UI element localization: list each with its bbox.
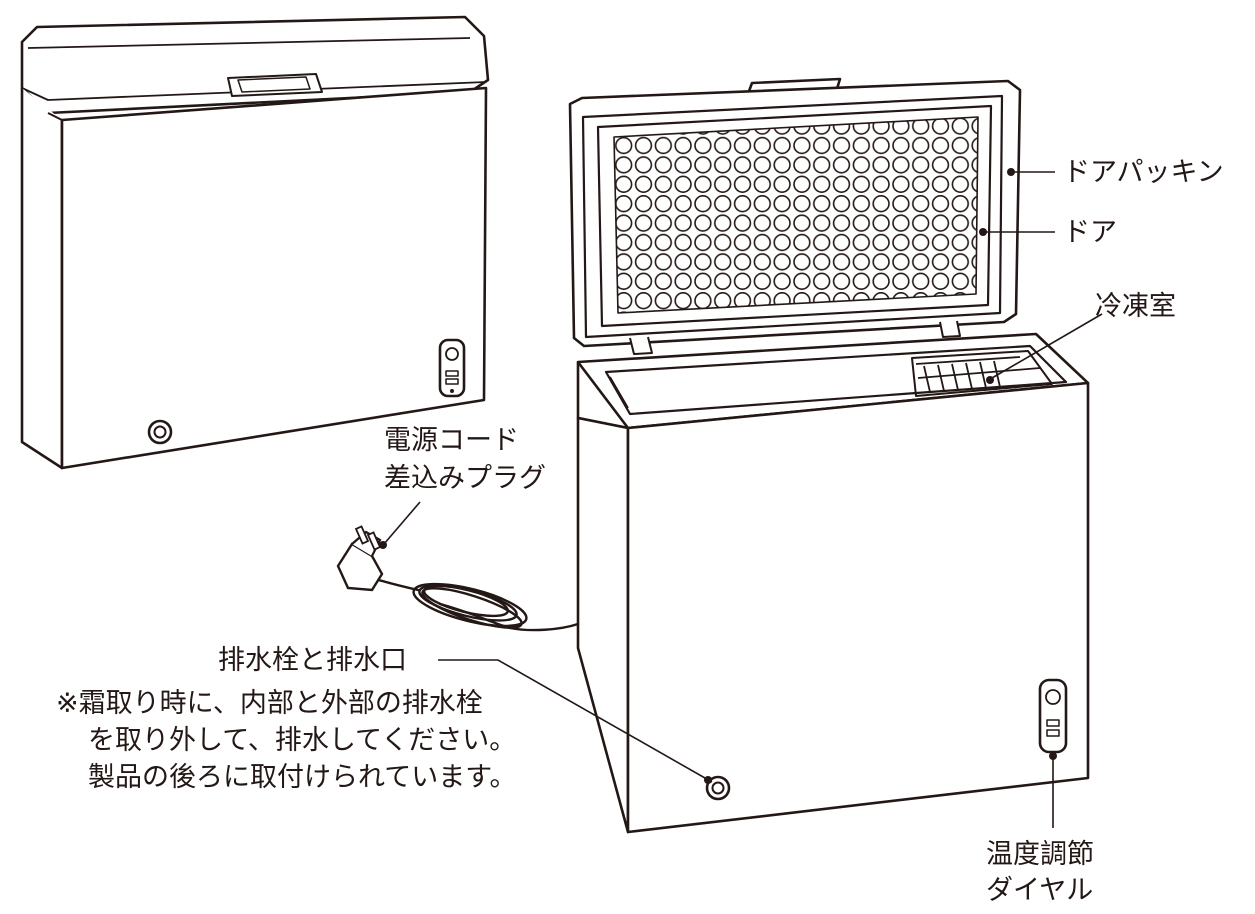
freezer-compartment-label: 冷凍室	[1095, 291, 1176, 322]
power-cord-label-line2: 差込みプラグ	[384, 463, 546, 494]
thermostat-dot	[1049, 752, 1057, 760]
door-dot	[979, 228, 987, 236]
closed-freezer	[20, 15, 490, 470]
door-gasket-dot	[1007, 168, 1015, 176]
drain-dot	[704, 776, 712, 784]
door-label: ドア	[1063, 217, 1117, 248]
leader-dots	[379, 168, 1057, 784]
open-freezer	[568, 77, 1090, 834]
door-gasket-label: ドアパッキン	[1063, 157, 1224, 188]
defrost-note-line3: 製品の後ろに取付けられています。	[88, 762, 517, 793]
power-cord-label-line1: 電源コード	[384, 425, 519, 456]
freezer-dot	[986, 376, 994, 384]
plug-dot	[379, 541, 387, 549]
thermostat-label-line2: ダイヤル	[986, 875, 1094, 906]
thermostat-label-line1: 温度調節	[986, 839, 1094, 870]
defrost-note-line1: ※霜取り時に、内部と外部の排水栓	[56, 688, 483, 719]
defrost-note-line2: を取り外して、排水してください。	[88, 725, 517, 756]
power-cord	[336, 525, 580, 632]
drain-label: 排水栓と排水口	[218, 645, 407, 676]
leader-lines	[383, 171, 1103, 828]
